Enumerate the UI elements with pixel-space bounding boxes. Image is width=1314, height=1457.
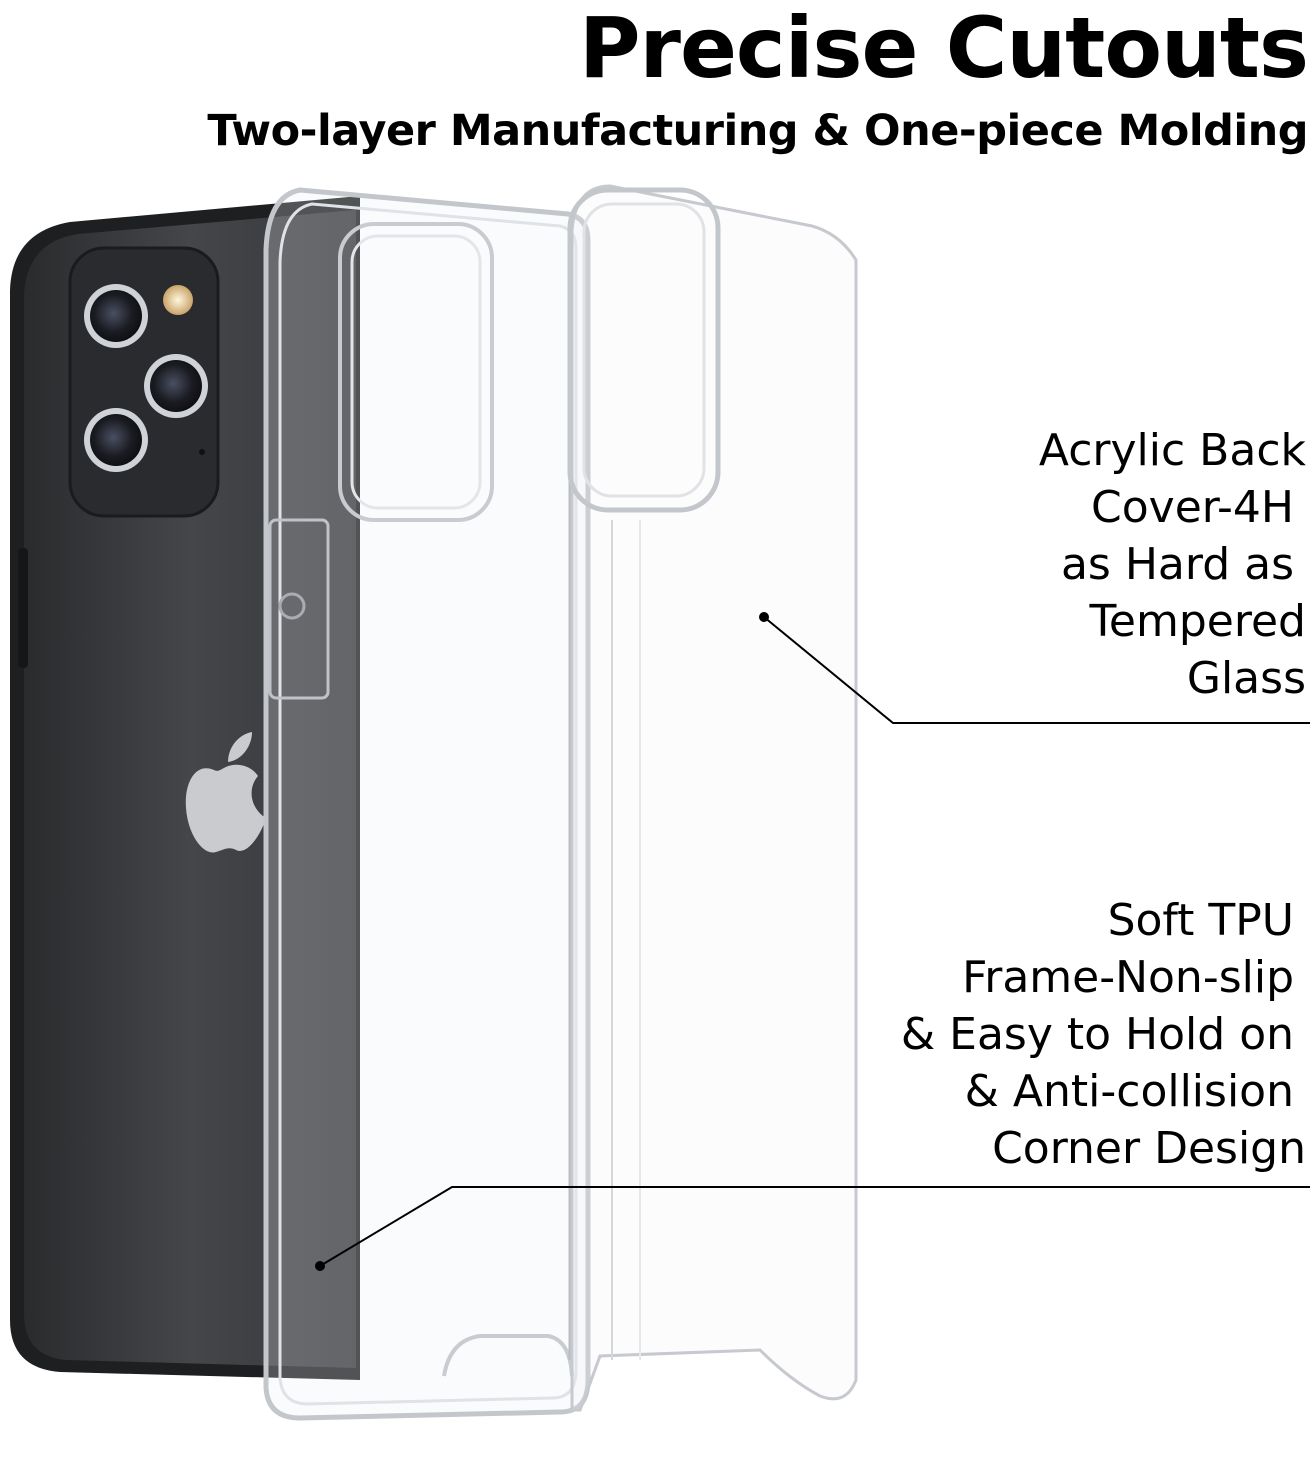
- tpu-camera-cutout: [338, 222, 494, 522]
- flash-icon: [163, 285, 193, 315]
- callout-tpu-line: Soft TPU: [1107, 895, 1294, 946]
- callout-acrylic-line: Acrylic Back: [1038, 425, 1306, 476]
- tpu-button-cover: [268, 518, 330, 700]
- callout-acrylic-line: Cover-4H: [1091, 482, 1294, 533]
- callout-tpu-line: & Easy to Hold on: [900, 1009, 1294, 1060]
- apple-logo-icon: [185, 732, 266, 853]
- page-subtitle: Two-layer Manufacturing & One-piece Mold…: [207, 106, 1308, 156]
- callout-tpu-line: Corner Design: [992, 1123, 1306, 1174]
- callout-tpu-line: Frame-Non-slip: [962, 952, 1294, 1003]
- tpu-frame: [263, 187, 591, 1421]
- callout-acrylic-line: Glass: [1186, 653, 1306, 704]
- camera-lens-icon: [84, 284, 208, 472]
- callout-leader-acrylic: [759, 612, 1310, 724]
- callout-tpu-line: & Anti-collision: [964, 1066, 1294, 1117]
- callout-leader-tpu: [315, 1186, 1310, 1271]
- phone-body: [10, 196, 360, 1380]
- acrylic-back-plate: [567, 184, 858, 1412]
- callout-acrylic-line: Tempered: [1089, 596, 1306, 647]
- callout-acrylic-back: Acrylic Back Cover-4H as Hard as Tempere…: [1039, 422, 1306, 707]
- acrylic-camera-cutout: [567, 187, 721, 513]
- side-button: [18, 548, 28, 668]
- callout-acrylic-line: as Hard as: [1060, 539, 1294, 590]
- page-title: Precise Cutouts: [578, 0, 1309, 97]
- callout-tpu-frame: Soft TPU Frame-Non-slip & Easy to Hold o…: [901, 892, 1306, 1177]
- microphone-dot: [199, 449, 205, 455]
